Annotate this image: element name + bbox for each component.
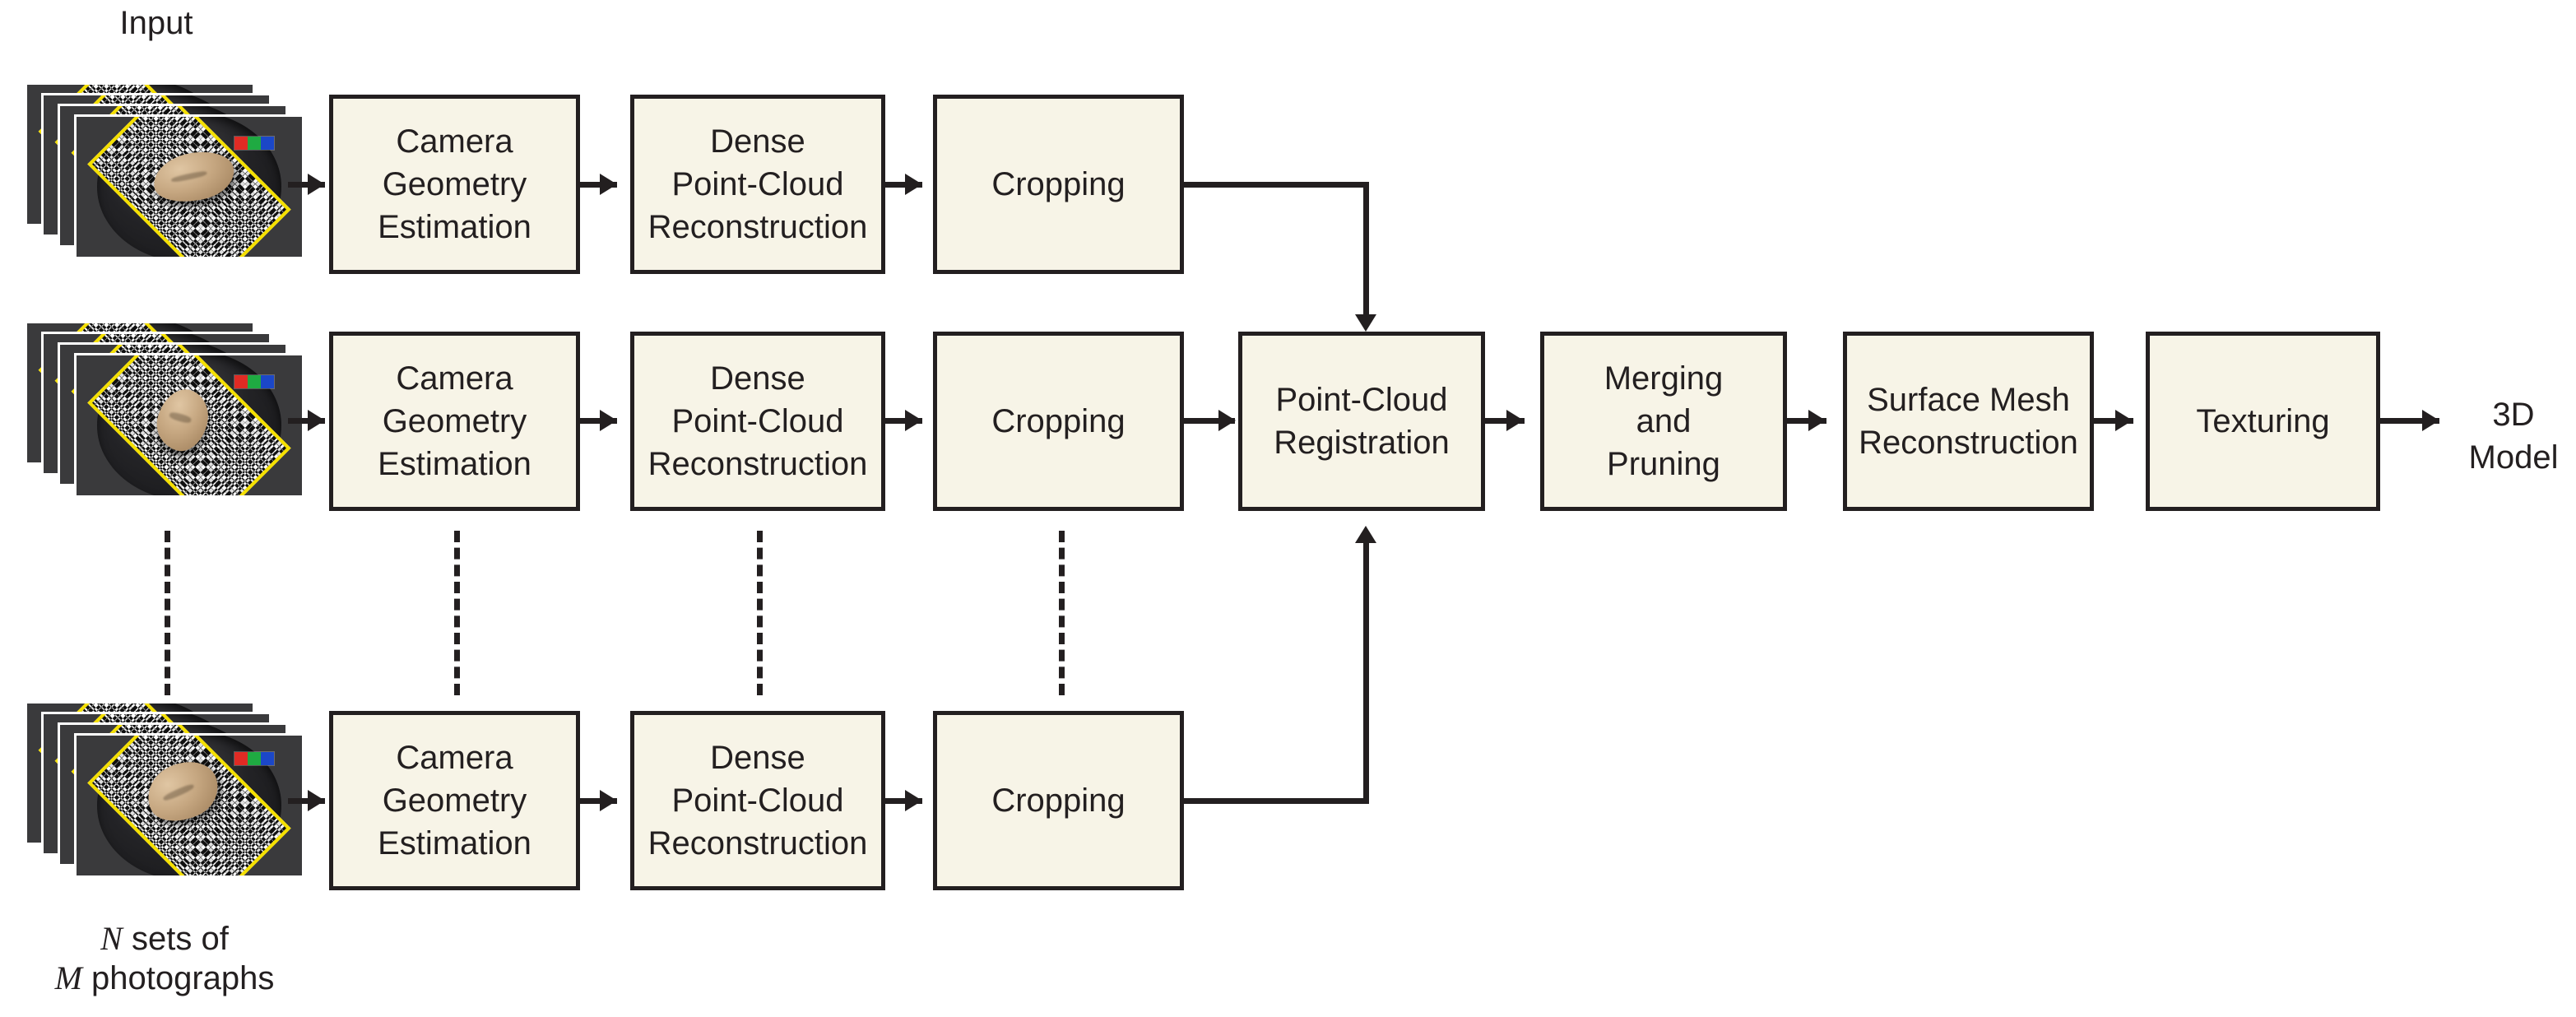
arrow-head-icon bbox=[1506, 410, 1524, 431]
connector-arrow bbox=[885, 798, 922, 804]
stage-merging-and-pruning[interactable]: Merging and Pruning bbox=[1540, 332, 1787, 511]
connector-arrow bbox=[288, 798, 325, 804]
photo-thumbnail-front bbox=[74, 353, 304, 498]
arrow-head-icon bbox=[308, 410, 325, 431]
stage-dense-point-cloud-reconstruction-n[interactable]: Dense Point-Cloud Reconstruction bbox=[630, 711, 885, 890]
arrow-head-icon bbox=[1808, 410, 1826, 431]
connector-line bbox=[1180, 798, 1369, 804]
vertical-ellipsis-column-camera bbox=[454, 531, 460, 695]
photo-stack-middle bbox=[25, 321, 304, 498]
stage-texturing[interactable]: Texturing bbox=[2146, 332, 2380, 511]
color-reference-swatch bbox=[234, 752, 274, 766]
connector-arrow bbox=[580, 418, 617, 424]
connector-arrow bbox=[885, 418, 922, 424]
stage-camera-geometry-estimation-n[interactable]: Camera Geometry Estimation bbox=[329, 711, 580, 890]
arrow-head-icon bbox=[1355, 314, 1376, 332]
connector-line bbox=[1363, 182, 1369, 318]
stage-surface-mesh-reconstruction[interactable]: Surface Mesh Reconstruction bbox=[1843, 332, 2094, 511]
connector-line bbox=[1180, 182, 1369, 188]
connector-arrow bbox=[885, 182, 922, 188]
connector-arrow bbox=[288, 182, 325, 188]
vertical-ellipsis-column-dense bbox=[757, 531, 763, 695]
photo-stack-bottom bbox=[25, 701, 304, 878]
connector-arrow bbox=[1485, 418, 1525, 424]
connector-arrow bbox=[580, 182, 617, 188]
caption-text-1: sets of bbox=[122, 921, 229, 957]
vertical-ellipsis-column-cropping bbox=[1059, 531, 1065, 695]
arrow-head-icon bbox=[600, 790, 617, 811]
connector-arrow bbox=[2094, 418, 2133, 424]
color-reference-swatch bbox=[234, 374, 274, 388]
connector-arrow bbox=[580, 798, 617, 804]
stage-cropping-2[interactable]: Cropping bbox=[933, 332, 1184, 511]
connector-line bbox=[1363, 543, 1369, 804]
stage-camera-geometry-estimation-1[interactable]: Camera Geometry Estimation bbox=[329, 95, 580, 274]
caption-symbol-m: M bbox=[54, 959, 82, 996]
caption-line-1: N sets of bbox=[25, 917, 304, 961]
arrow-head-icon bbox=[1355, 526, 1376, 543]
arrow-head-icon bbox=[1218, 410, 1236, 431]
arrow-head-icon bbox=[600, 410, 617, 431]
arrow-head-icon bbox=[600, 174, 617, 195]
stage-point-cloud-registration[interactable]: Point-Cloud Registration bbox=[1238, 332, 1485, 511]
stage-dense-point-cloud-reconstruction-2[interactable]: Dense Point-Cloud Reconstruction bbox=[630, 332, 885, 511]
arrow-head-icon bbox=[308, 174, 325, 195]
stage-cropping-n[interactable]: Cropping bbox=[933, 711, 1184, 890]
arrow-head-icon bbox=[2422, 410, 2439, 431]
color-reference-swatch bbox=[234, 136, 274, 150]
connector-arrow bbox=[2380, 418, 2439, 424]
caption-line-2: M photographs bbox=[25, 957, 304, 1001]
arrow-head-icon bbox=[905, 174, 922, 195]
output-3d-model-label: 3D Model bbox=[2468, 397, 2559, 476]
connector-arrow bbox=[1184, 418, 1235, 424]
arrow-head-icon bbox=[905, 790, 922, 811]
arrow-head-icon bbox=[905, 410, 922, 431]
caption-text-2: photographs bbox=[81, 960, 275, 996]
input-label: Input bbox=[119, 5, 193, 41]
connector-arrow bbox=[288, 418, 325, 424]
connector-arrow bbox=[1787, 418, 1826, 424]
photo-thumbnail-front bbox=[74, 733, 304, 878]
arrow-head-icon bbox=[308, 790, 325, 811]
photo-thumbnail-front bbox=[74, 114, 304, 259]
arrow-head-icon bbox=[2115, 410, 2133, 431]
caption-symbol-n: N bbox=[100, 920, 123, 957]
photo-stack-top bbox=[25, 82, 304, 259]
stage-camera-geometry-estimation-2[interactable]: Camera Geometry Estimation bbox=[329, 332, 580, 511]
vertical-ellipsis-column-photos bbox=[165, 531, 170, 695]
stage-cropping-1[interactable]: Cropping bbox=[933, 95, 1184, 274]
stage-dense-point-cloud-reconstruction-1[interactable]: Dense Point-Cloud Reconstruction bbox=[630, 95, 885, 274]
